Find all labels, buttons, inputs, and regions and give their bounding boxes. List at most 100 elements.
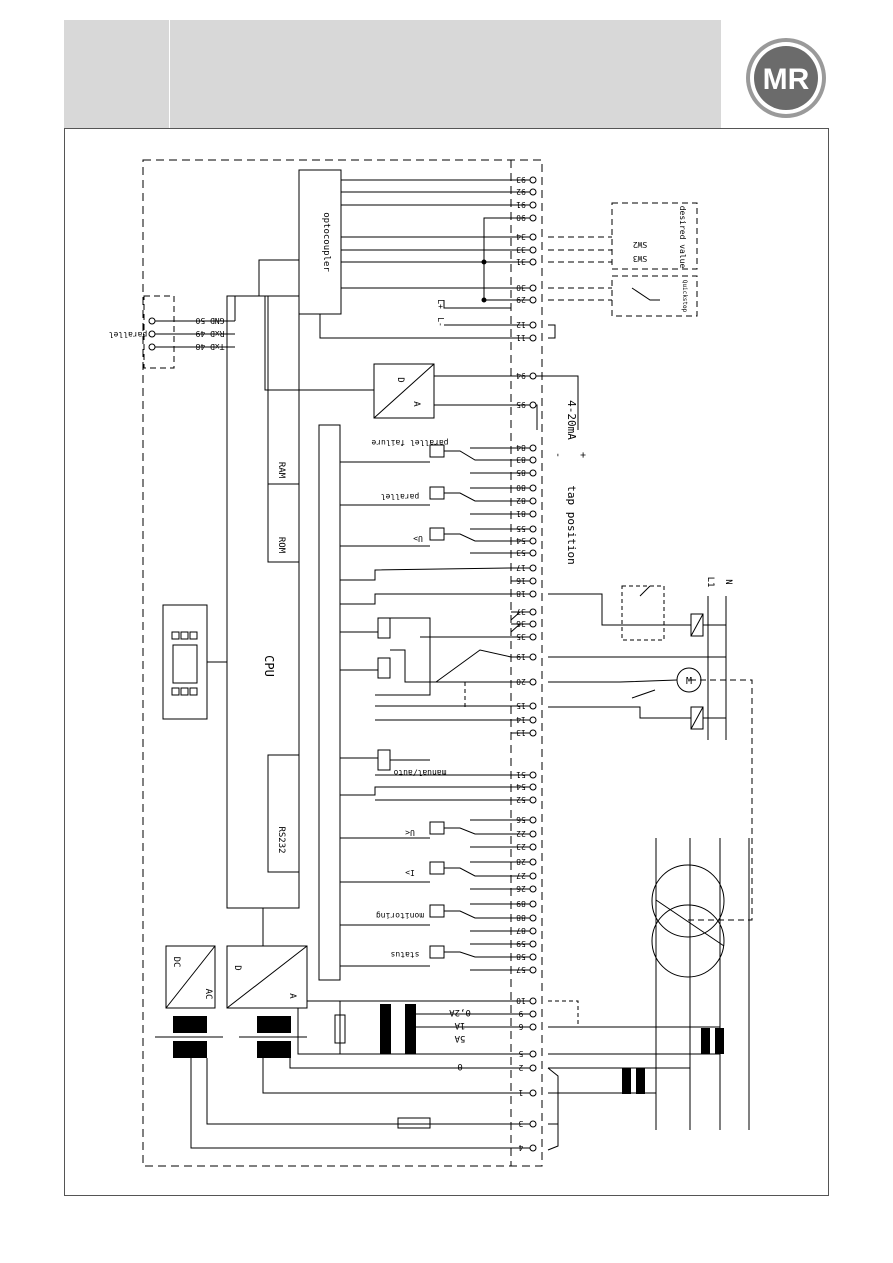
relay-u-gt: U> <box>340 527 511 554</box>
da-converter <box>373 363 435 419</box>
desired-value-box <box>611 202 698 270</box>
power-transformer-upper <box>651 864 725 938</box>
svg-text:N: N <box>723 579 733 584</box>
terminal-circle <box>529 678 537 686</box>
terminal-number: 5 <box>518 1049 523 1058</box>
svg-text:MR: MR <box>763 63 810 96</box>
terminal-circle <box>529 843 537 851</box>
terminal-number: 1 <box>518 1088 523 1097</box>
terminal-circle <box>529 590 537 598</box>
fuse <box>397 1117 431 1129</box>
terminal-circle <box>529 510 537 518</box>
terminal-number: 84 <box>516 443 526 452</box>
svg-text:D: D <box>395 377 405 382</box>
terminal-circle <box>529 176 537 184</box>
ram-label: RAM <box>276 462 286 479</box>
terminal-circle <box>529 729 537 737</box>
terminal-circle <box>529 1144 537 1152</box>
terminal-number: 90 <box>516 213 526 222</box>
terminal-circle <box>529 858 537 866</box>
terminal-number: 4 <box>518 1143 523 1152</box>
svg-text:SW2: SW2 <box>633 240 648 249</box>
quickstop-box <box>611 275 698 317</box>
shunt-resistor <box>334 1014 346 1044</box>
terminal-number: 54 <box>516 536 526 545</box>
device-enclosure <box>142 159 543 1167</box>
svg-text:L1: L1 <box>705 577 715 588</box>
terminal-circle <box>529 1064 537 1072</box>
relay-raise-lower <box>340 567 521 721</box>
terminal-number: 13 <box>516 728 526 737</box>
serial-pin: RxD 49 <box>148 329 235 338</box>
optocoupler-block <box>298 169 342 315</box>
terminal-circle <box>529 1050 537 1058</box>
terminal-circle <box>529 953 537 961</box>
terminal-number: 92 <box>516 187 526 196</box>
terminal-circle <box>529 188 537 196</box>
svg-text:+: + <box>577 452 588 458</box>
header-bar <box>64 20 721 128</box>
terminal-number: 31 <box>516 257 526 266</box>
svg-text:parallel: parallel <box>381 492 420 501</box>
terminal-circle <box>529 872 537 880</box>
relay-parallel: parallel <box>340 486 511 515</box>
terminal-circle <box>529 796 537 804</box>
terminal-number: 23 <box>516 842 526 851</box>
cpu-block <box>226 295 300 909</box>
terminal-circle <box>529 1023 537 1031</box>
terminal-number: 14 <box>516 715 526 724</box>
svg-text:DC: DC <box>171 957 181 968</box>
relay-failure: parallel failure <box>340 438 511 474</box>
opto-lines <box>341 179 511 289</box>
terminal-number: 11 <box>516 333 526 342</box>
terminal-number: 6 <box>518 1022 523 1031</box>
terminal-circle <box>529 1120 537 1128</box>
terminal-circle <box>529 484 537 492</box>
terminal-number: 2 <box>518 1063 523 1072</box>
svg-text:0,2A: 0,2A <box>449 1007 471 1017</box>
serial-pin: GND 50 <box>148 316 235 325</box>
tap-position-label: tap position <box>565 485 578 564</box>
terminal-circle <box>529 1010 537 1018</box>
terminal-circle <box>529 940 537 948</box>
quickstop-label: Quickstop <box>681 280 688 313</box>
terminal-number: 10 <box>516 996 526 1005</box>
rs232-label: RS232 <box>276 826 286 853</box>
terminal-number: 57 <box>516 965 526 974</box>
terminal-number: 93 <box>516 175 526 184</box>
svg-text:1A: 1A <box>454 1020 465 1030</box>
terminal-number: 3 <box>518 1119 523 1128</box>
relay-monitoring: monitoring <box>340 903 511 932</box>
svg-text:D: D <box>232 965 242 970</box>
terminal-circle <box>529 1089 537 1097</box>
relay-i-gt: I> <box>340 861 511 890</box>
rs232-block <box>267 754 300 873</box>
terminal-circle <box>529 284 537 292</box>
mr-logo: MR <box>746 38 826 118</box>
desired-value-label: desired value <box>678 206 687 269</box>
terminal-circle <box>529 771 537 779</box>
terminal-number: 52 <box>516 795 526 804</box>
svg-text:monitoring: monitoring <box>376 911 424 920</box>
terminal-circle <box>529 469 537 477</box>
terminal-circle <box>529 914 537 922</box>
terminal-number: 51 <box>516 770 526 779</box>
terminal-number: 34 <box>516 232 526 241</box>
motor-label: M <box>686 676 692 687</box>
terminal-number: 85 <box>516 468 526 477</box>
svg-text:SW3: SW3 <box>633 254 648 263</box>
ad-converter <box>226 945 308 1009</box>
transformer-cores <box>173 1004 724 1094</box>
svg-text:0: 0 <box>457 1061 462 1071</box>
terminal-number: 55 <box>516 524 526 533</box>
terminal-circle <box>529 214 537 222</box>
terminal-number: 56 <box>516 815 526 824</box>
terminal-circle <box>529 201 537 209</box>
terminal-column: 9392919034333130291211949584838580828155… <box>511 175 537 1152</box>
dcac-converter <box>165 945 216 1009</box>
relay-status: status <box>340 943 511 971</box>
svg-text:L-: L- <box>436 317 445 327</box>
terminal-circle <box>529 620 537 628</box>
svg-text:I>: I> <box>405 868 415 877</box>
